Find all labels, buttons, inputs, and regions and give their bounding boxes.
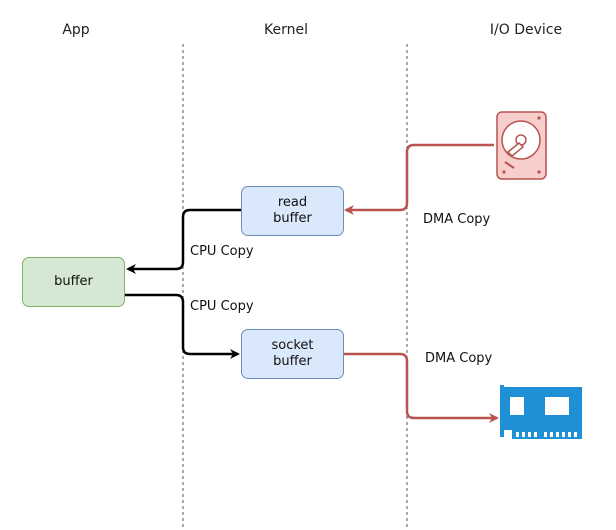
cpu-copy-socket-label: CPU Copy — [190, 299, 254, 314]
dma-copy-read-label: DMA Copy — [423, 212, 491, 227]
column-header-app: App — [62, 22, 90, 38]
dma-copy-write-label: DMA Copy — [425, 351, 493, 366]
column-header-io-device: I/O Device — [489, 22, 563, 38]
dma-copy-write-edge — [344, 352, 499, 423]
network-card-icon — [500, 385, 582, 439]
cpu-copy-read-edge — [126, 208, 241, 274]
app-buffer-box: buffer — [22, 257, 125, 307]
socket-buffer-box: socket buffer — [241, 329, 344, 379]
read-buffer-box: read buffer — [241, 186, 344, 236]
dma-copy-read-edge — [344, 143, 494, 215]
hard-disk-icon — [496, 111, 547, 180]
cpu-copy-read-label: CPU Copy — [190, 244, 254, 259]
cpu-copy-socket-edge — [125, 293, 240, 359]
column-header-kernel: Kernel — [264, 22, 308, 38]
